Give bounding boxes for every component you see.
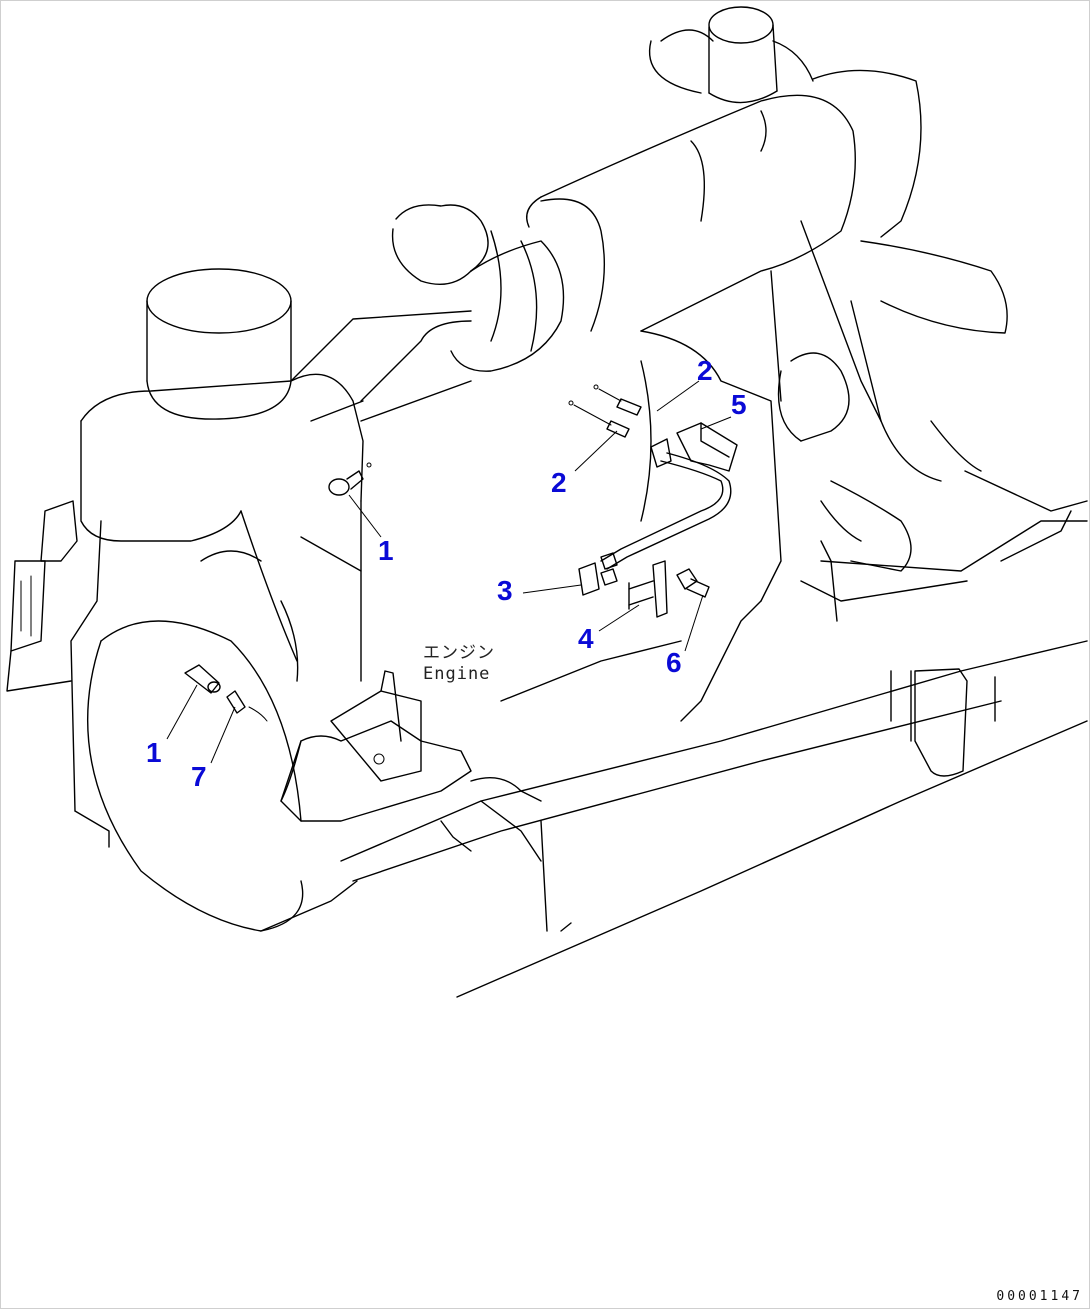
right-frame-bracket <box>800 470 1088 777</box>
leader-lines <box>166 380 732 764</box>
callout-1-upper: 1 <box>378 535 394 566</box>
engine-label-en: Engine <box>423 664 491 684</box>
frame-rail <box>340 640 1088 998</box>
engine-block <box>70 310 472 848</box>
callout-5: 5 <box>731 389 747 420</box>
bolt <box>676 568 710 598</box>
sensor-lower <box>184 664 268 722</box>
fan-blades <box>800 69 1008 482</box>
alternator <box>777 352 912 572</box>
engine-filler-cap <box>146 268 292 420</box>
callout-6: 6 <box>666 647 682 678</box>
exhaust-outlet <box>660 6 814 104</box>
clip-bracket <box>628 560 668 618</box>
connectors <box>578 552 618 596</box>
sensor-upper <box>328 462 372 496</box>
drawing-number: 00001147 <box>996 1289 1083 1304</box>
engine-mount <box>280 670 472 822</box>
flywheel-housing <box>87 620 358 932</box>
exhaust-manifold-tube <box>526 40 856 332</box>
callout-2-upper: 2 <box>697 355 713 386</box>
connector-block <box>676 422 738 472</box>
engine-label: エンジン Engine <box>423 643 495 685</box>
callout-4: 4 <box>578 623 594 654</box>
wiring-harness <box>600 452 732 570</box>
terminals <box>568 384 672 468</box>
callout-3: 3 <box>497 575 513 606</box>
intake-pipe <box>360 198 606 422</box>
engine-label-jp: エンジン <box>423 643 495 663</box>
callout-2-lower: 2 <box>551 467 567 498</box>
engine-side-body <box>500 270 782 722</box>
left-bracket <box>6 500 78 692</box>
callout-7: 7 <box>191 761 207 792</box>
callout-1-lower: 1 <box>146 737 162 768</box>
